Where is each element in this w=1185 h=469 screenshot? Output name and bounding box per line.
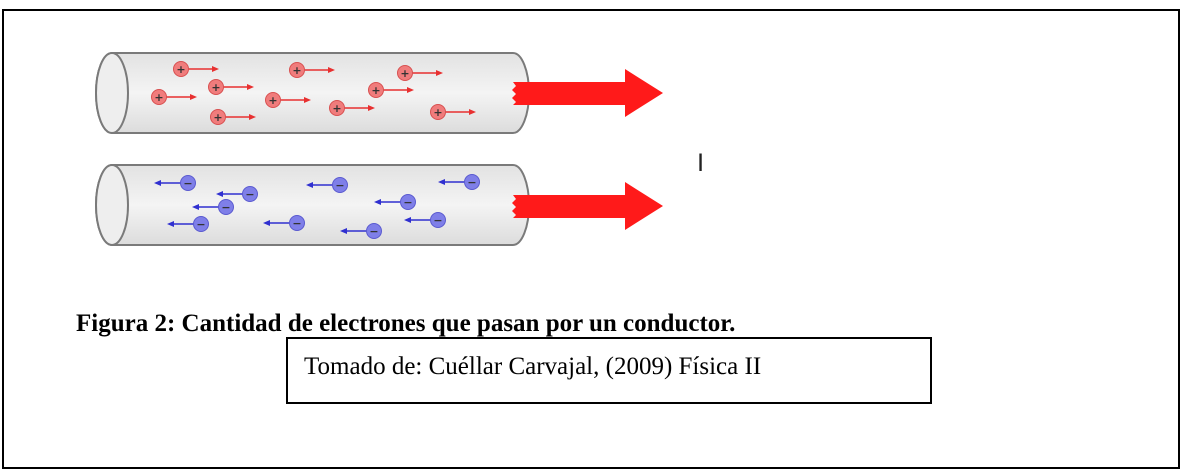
svg-text:+: + <box>433 106 442 119</box>
positive-charge-10: + <box>210 109 256 125</box>
negative-charge-4: − <box>216 186 258 202</box>
svg-text:−: − <box>221 201 230 214</box>
positive-charge-5: + <box>368 82 414 98</box>
svg-text:−: − <box>245 188 254 201</box>
positive-charge-4: + <box>208 79 254 95</box>
svg-text:−: − <box>335 179 344 192</box>
negative-charge-1: − <box>154 175 196 191</box>
svg-text:+: + <box>176 63 185 76</box>
negative-charge-9: − <box>404 212 446 228</box>
negative-charge-5: − <box>374 194 416 210</box>
svg-text:+: + <box>268 94 277 107</box>
negative-charges: − − − − − − − − − − <box>154 174 480 239</box>
svg-text:−: − <box>183 177 192 190</box>
source-box: Tomado de: Cuéllar Carvajal, (2009) Físi… <box>286 337 932 404</box>
negative-charge-6: − <box>192 199 234 215</box>
positive-charge-7: + <box>265 92 311 108</box>
conductor-bottom: − − − − − − − − − − <box>95 164 530 246</box>
current-symbol-label: I <box>697 149 705 177</box>
svg-text:+: + <box>332 102 341 115</box>
svg-text:+: + <box>292 64 301 77</box>
negative-charge-8: − <box>263 215 305 231</box>
positive-charge-3: + <box>397 65 443 81</box>
svg-text:−: − <box>369 225 378 238</box>
positive-charge-2: + <box>289 62 335 78</box>
negative-charge-2: − <box>306 177 348 193</box>
negative-charge-7: − <box>167 216 209 232</box>
svg-text:+: + <box>211 81 220 94</box>
positive-charge-6: + <box>151 89 197 105</box>
svg-text:−: − <box>433 214 442 227</box>
source-text: Tomado de: Cuéllar Carvajal, (2009) Físi… <box>304 353 762 380</box>
svg-text:+: + <box>400 67 409 80</box>
conductor-top: + + + + + + + + + + <box>95 52 530 134</box>
svg-text:−: − <box>467 176 476 189</box>
positive-charge-8: + <box>329 100 375 116</box>
current-arrow-bottom <box>512 182 663 230</box>
svg-text:−: − <box>292 217 301 230</box>
conductor-diagram: + + + + + + + + + + − − − − − − − − − − <box>95 52 663 246</box>
svg-text:+: + <box>371 84 380 97</box>
svg-text:−: − <box>196 218 205 231</box>
svg-text:−: − <box>403 196 412 209</box>
current-arrow-top <box>512 69 663 117</box>
positive-charge-1: + <box>173 61 219 77</box>
svg-text:+: + <box>154 91 163 104</box>
positive-charge-9: + <box>430 104 476 120</box>
figure-caption: Figura 2: Cantidad de electrones que pas… <box>76 310 736 337</box>
svg-text:+: + <box>213 111 222 124</box>
positive-charges: + + + + + + + + + + <box>151 61 476 125</box>
negative-charge-10: − <box>340 223 382 239</box>
negative-charge-3: − <box>438 174 480 190</box>
